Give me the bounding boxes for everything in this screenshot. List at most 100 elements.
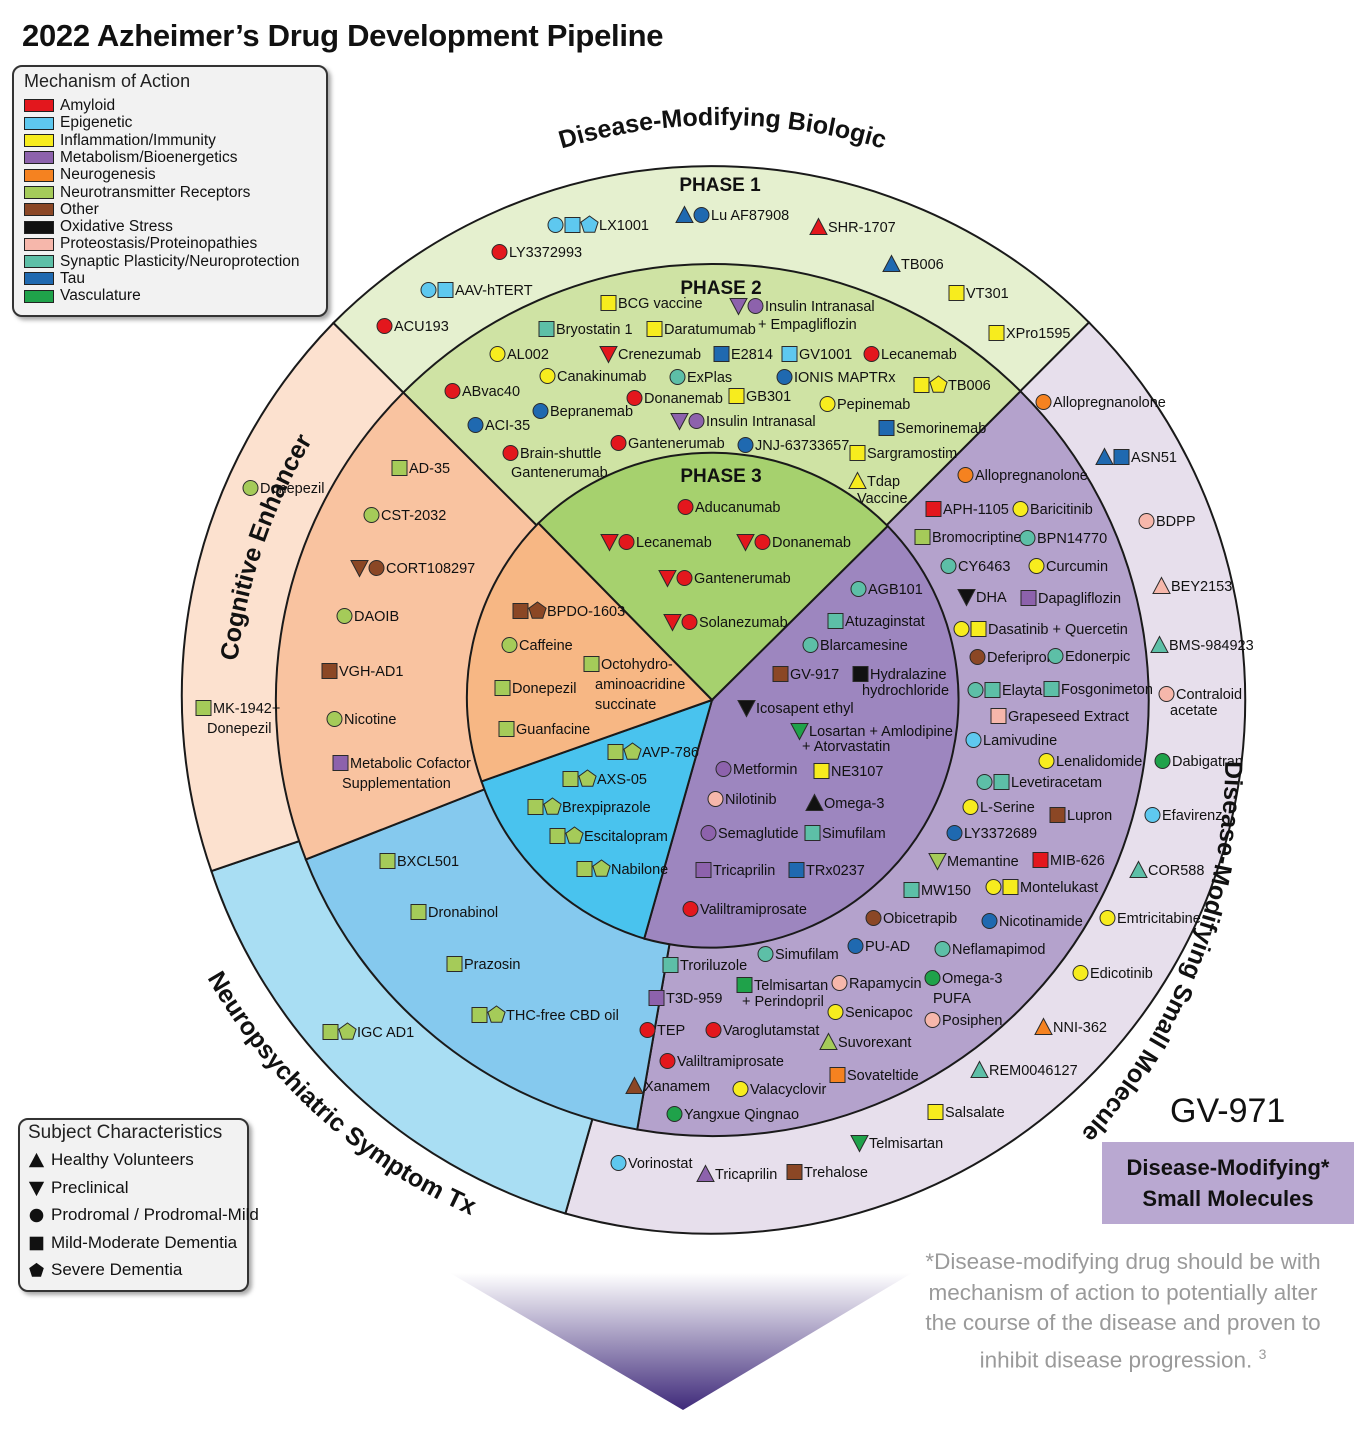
drug-entry: GV1001 xyxy=(781,346,852,363)
drug-label: NE3107 xyxy=(831,764,883,780)
drug-entry: REM0046127 xyxy=(970,1060,1078,1079)
drug-entry: Neflamapimod xyxy=(934,941,1046,958)
drug-entry: Gantenerumab xyxy=(658,570,791,588)
drug-label: Efavirenz xyxy=(1162,808,1222,824)
drug-entry: DHA xyxy=(957,589,1007,607)
drug-entry: Telmisartan xyxy=(850,1135,943,1153)
drug-entry: Octohydro- xyxy=(583,656,673,673)
square-icon xyxy=(446,956,463,972)
drug-label: BDPP xyxy=(1156,514,1196,530)
drug-entry: Semaglutide xyxy=(700,825,799,842)
drug-entry: Vorinostat xyxy=(610,1155,693,1172)
drug-label: Atuzaginstat xyxy=(845,614,925,630)
drug-label: Suvorexant xyxy=(838,1035,911,1051)
square-icon xyxy=(970,621,987,637)
triangle-down-icon xyxy=(729,298,748,316)
mechanism-legend-label: Oxidative Stress xyxy=(60,218,173,236)
drug-label: Omega-3 xyxy=(942,971,1002,987)
drug-label: Tricaprilin xyxy=(713,863,775,879)
drug-entry: Telmisartan xyxy=(736,977,828,994)
circle-icon xyxy=(946,825,963,841)
sector-title-biologic: Disease-Modifying Biologic xyxy=(555,103,889,154)
drug-label: Troriluzole xyxy=(680,958,747,974)
mechanism-legend-label: Neurotransmitter Receptors xyxy=(60,183,251,201)
square-icon xyxy=(903,882,920,898)
square-icon xyxy=(332,755,349,771)
circle-icon xyxy=(754,534,771,550)
drug-label: Supplementation xyxy=(342,776,451,792)
drug-entry: LX1001 xyxy=(547,215,649,234)
circle-icon xyxy=(707,791,724,807)
circle-icon xyxy=(610,1155,627,1171)
drug-entry: Pepinemab xyxy=(819,396,910,413)
drug-label: AGB101 xyxy=(868,582,923,598)
square-icon xyxy=(786,1164,803,1180)
circle-icon xyxy=(376,318,393,334)
drug-label: Aducanumab xyxy=(695,500,780,516)
square-icon xyxy=(878,420,895,436)
drug-label: REM0046127 xyxy=(989,1063,1078,1079)
drug-entry: Aducanumab xyxy=(677,499,780,516)
footnote-line-2: mechanism of action to potentially alter xyxy=(928,1279,1318,1305)
square-icon xyxy=(829,1067,846,1083)
drug-entry: Dronabinol xyxy=(410,904,498,921)
drug-entry: ABvac40 xyxy=(444,383,520,400)
circle-icon xyxy=(940,558,957,574)
drug-entry: Losartan + Amlodipine xyxy=(790,723,953,741)
square-icon xyxy=(564,217,581,233)
square-icon xyxy=(321,663,338,679)
circle-icon xyxy=(705,1022,722,1038)
drug-entry: TEP xyxy=(639,1022,685,1039)
drug-entry: AL002 xyxy=(489,346,549,363)
phase-1-label: PHASE 1 xyxy=(679,175,761,196)
drug-entry: Donanemab xyxy=(626,390,723,407)
square-icon xyxy=(1032,852,1049,868)
drug-entry: Nicotinamide xyxy=(981,913,1083,930)
drug-label: succinate xyxy=(595,697,656,713)
drug-entry: Lenalidomide xyxy=(1038,753,1142,770)
drug-label: Donanemab xyxy=(644,391,723,407)
legend-swatch xyxy=(24,255,54,269)
drug-label: Salsalate xyxy=(945,1105,1005,1121)
subject-legend-label: Healthy Volunteers xyxy=(51,1150,194,1169)
pentagon-icon xyxy=(543,797,562,815)
drug-entry: TRx0237 xyxy=(788,862,865,879)
drug-entry: Gantenerumab xyxy=(610,435,725,452)
drug-entry: ACI-35 xyxy=(467,417,530,434)
drug-label: Varoglutamstat xyxy=(723,1023,819,1039)
drug-entry: Valacyclovir xyxy=(732,1081,826,1098)
drug-label: Simufilam xyxy=(822,826,886,842)
drug-entry: Bepranemab xyxy=(532,403,633,420)
drug-entry: Gantenerumab xyxy=(511,465,608,481)
circle-icon xyxy=(976,774,993,790)
drug-entry: Yangxue Qingnao xyxy=(666,1106,799,1123)
drug-entry: AGB101 xyxy=(850,581,923,598)
subject-legend-label: Severe Dementia xyxy=(51,1260,183,1279)
drug-entry: Crenezumab xyxy=(599,346,701,364)
drug-entry: GB301 xyxy=(728,388,791,405)
drug-entry: Supplementation xyxy=(342,776,451,792)
drug-label: ACI-35 xyxy=(485,418,530,434)
drug-label: TB006 xyxy=(948,378,991,394)
circle-icon xyxy=(326,711,343,727)
drug-entry: Caffeine xyxy=(501,637,573,654)
drug-label: Donanemab xyxy=(772,535,851,551)
circle-icon xyxy=(610,435,627,451)
drug-entry: NE3107 xyxy=(813,763,883,780)
drug-entry: Efavirenz xyxy=(1144,807,1222,824)
mechanism-legend-label: Other xyxy=(60,200,99,218)
drug-label: Dabigatran xyxy=(1172,754,1243,770)
legend-swatch xyxy=(24,289,54,303)
drug-entry: THC-free CBD oil xyxy=(471,1005,619,1024)
drug-label: Metabolic Cofactor xyxy=(350,756,471,772)
footnote-line-3: the course of the disease and proven to xyxy=(925,1310,1321,1335)
drug-entry: Omega-3 xyxy=(924,970,1002,987)
drug-label: Omega-3 xyxy=(824,796,884,812)
drug-label: Elayta xyxy=(1002,683,1043,699)
drug-entry: Nicotine xyxy=(326,711,396,728)
drug-label: AXS-05 xyxy=(597,772,647,788)
drug-label: MW150 xyxy=(921,883,971,899)
drug-entry: LY3372993 xyxy=(491,244,582,261)
